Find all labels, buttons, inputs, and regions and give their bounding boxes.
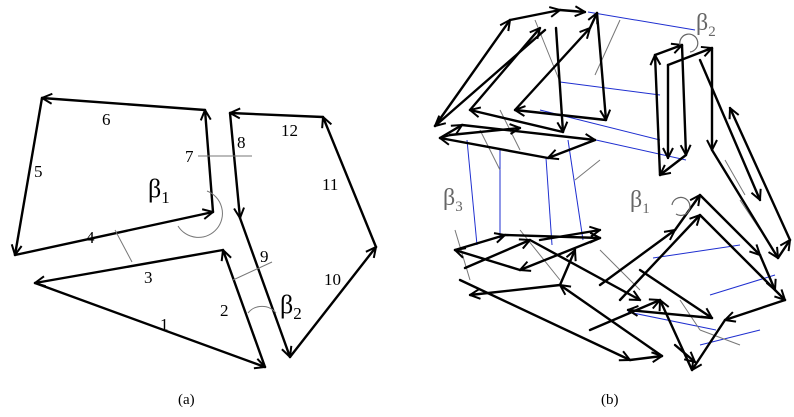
edge-2 [223,250,267,369]
edge-label-11: 11 [322,175,338,194]
edge-label-1: 1 [160,315,169,334]
caption-a: (a) [178,392,195,408]
edge-7 [205,110,215,214]
angle-arc-beta2-b [679,33,699,53]
angle-arc-beta1-b [671,196,691,217]
panel-a: 1 2 3 4 5 6 7 8 9 10 11 12 β1 β2 (a) [15,98,376,408]
edge-label-3: 3 [144,268,153,287]
cluster-upper-right [655,45,790,258]
edge-11 [323,117,378,249]
edge-label-4: 4 [86,228,95,247]
edge-10 [288,247,376,359]
edge-6 [42,98,207,112]
edge-label-8: 8 [237,133,246,152]
tie-2-9 [232,261,273,281]
angle-label-beta1-b: β1 [630,187,650,217]
edge-8 [228,111,240,218]
edge-label-5: 5 [34,162,43,181]
cluster-lower-right [598,195,785,370]
angle-label-beta2-b: β2 [696,10,716,40]
cluster-lower-left [455,230,662,360]
caption-b: (b) [601,392,619,408]
edge-5 [15,96,44,255]
edge-4 [13,212,213,257]
edge-1 [33,281,265,367]
cluster-upper-left [435,10,606,158]
tie-3-4 [114,229,133,263]
angle-label-beta3-b: β3 [443,185,463,215]
edge-3 [35,248,225,283]
edge-label-9: 9 [260,247,269,266]
angle-arc-beta1 [177,190,223,238]
angle-label-beta1-a: β1 [148,174,170,207]
angle-arc-beta2 [247,305,277,314]
edge-label-7: 7 [185,147,194,166]
edge-label-10: 10 [324,270,341,289]
edge-9 [238,216,290,357]
edge-label-12: 12 [281,121,298,140]
blue-links [466,11,776,346]
panel-b: β2 β1 β3 (b) [435,10,790,408]
edge-label-2: 2 [220,301,229,320]
edge-label-6: 6 [102,110,111,129]
edge-12 [230,113,325,117]
angle-label-beta2-a: β2 [280,290,302,323]
